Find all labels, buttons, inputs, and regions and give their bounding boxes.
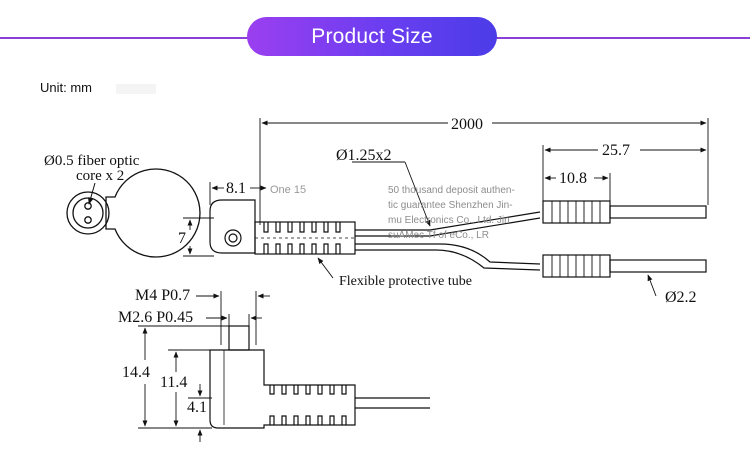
cable-upper-a	[355, 211, 541, 231]
watermark-text: 50 thousand deposit authen- tic guarante…	[388, 183, 528, 243]
dim-14-4-text: 14.4	[122, 364, 150, 381]
unit-label: Unit: mm	[40, 80, 92, 95]
page-title-banner: Product Size	[247, 17, 497, 56]
fiber-leader	[404, 161, 431, 227]
thread-m4-text: M4 P0.7	[135, 287, 190, 304]
watermark-line: mu Electronics Co., Ltd. Jin	[388, 215, 510, 226]
top-dimensions	[183, 118, 709, 297]
faded-text-patch	[116, 84, 156, 94]
side-body	[209, 349, 356, 429]
dim-10-8-text: 10.8	[559, 170, 587, 187]
dim-one-15-text: One 15	[270, 184, 306, 196]
side-view	[209, 325, 430, 429]
dim-4-1-text: 4.1	[187, 399, 207, 416]
watermark-line: 50 thousand deposit authen-	[388, 185, 515, 196]
watermark-line: suAMec Tf of eCo., LR	[388, 230, 489, 241]
lower-sleeve-ribs	[551, 255, 601, 277]
watermark-line: tic guarantee Shenzhen Jin-	[388, 200, 513, 211]
dim-2-2-leader	[647, 274, 657, 297]
top-assembly	[209, 199, 707, 278]
cable-lower-b	[355, 249, 541, 271]
tube-ribs	[263, 222, 341, 254]
end-view-ring-outer	[66, 191, 110, 235]
end-view-outline	[105, 168, 201, 258]
lower-tip	[609, 259, 707, 273]
threaded-stud	[228, 325, 250, 351]
dim-fiber-text: Ø1.25x2	[336, 147, 392, 164]
head-lens-outer	[224, 229, 242, 247]
core-leader-line	[88, 182, 96, 205]
dim-7-text: 7	[178, 230, 186, 247]
head-lens-inner	[228, 233, 238, 243]
dim-2-2-text: Ø2.2	[665, 289, 697, 306]
fiber-core-bottom	[84, 216, 92, 224]
cable-lower-a	[355, 243, 541, 265]
core-label-line1: Ø0.5 fiber optic	[44, 153, 140, 169]
core-label-line2: core x 2	[76, 168, 124, 184]
upper-sleeve-ribs	[551, 201, 601, 223]
cable-upper-b	[355, 217, 541, 237]
dim-11-4-text: 11.4	[160, 374, 187, 391]
side-dimensions	[138, 291, 270, 442]
end-view-ring-inner	[72, 197, 104, 229]
sensor-head	[209, 199, 256, 254]
dim-25-7-text: 25.7	[602, 142, 630, 159]
dim-2000-text: 2000	[451, 116, 483, 133]
tube-note-text: Flexible protective tube	[339, 274, 472, 289]
end-view	[66, 168, 201, 258]
side-tube-ribs	[269, 385, 347, 425]
dim-8-1-text: 8.1	[226, 180, 246, 197]
fiber-core-top	[84, 202, 92, 210]
thread-m2-6-text: M2.6 P0.45	[118, 309, 193, 326]
tube-note-leader	[317, 257, 334, 279]
upper-tip	[609, 205, 707, 219]
